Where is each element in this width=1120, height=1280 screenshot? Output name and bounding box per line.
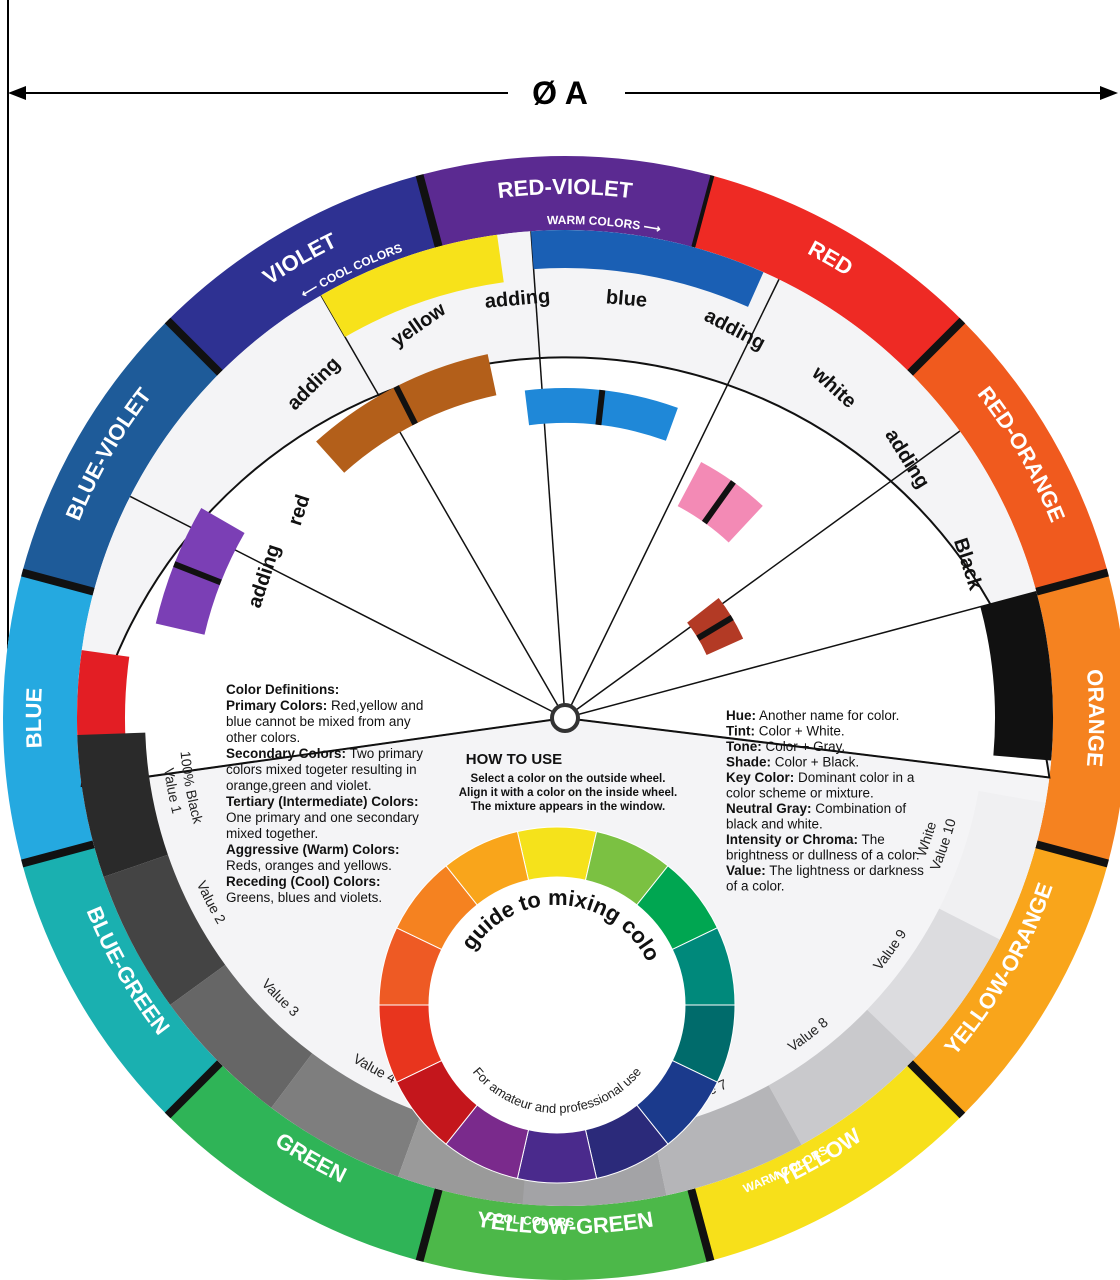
definitions-left-line-1: Color Definitions: [226, 682, 339, 697]
definitions-right-line-7: Neutral Gray: Combination of [726, 801, 906, 816]
ring-segment-yellow-orange [910, 844, 1108, 1116]
ring-label-blue: BLUE [21, 687, 47, 749]
definitions-right-line-8: black and white. [726, 817, 823, 832]
window-label-6: blue [605, 286, 648, 312]
inner-wheel-segment-1 [516, 826, 598, 881]
wheel-face [77, 230, 1053, 1206]
definitions-right-line-12: of a color. [726, 879, 785, 894]
ring-segment-red-violet [419, 155, 711, 247]
definitions-left-line-12: Reds, oranges and yellows. [226, 858, 392, 873]
inner-wheel-center [429, 877, 685, 1133]
gray-swatch-left-2 [103, 854, 226, 1005]
mix-swatch-2 [316, 354, 497, 473]
definitions-left-line-6: colors mixed togeter resulting in [226, 762, 417, 777]
dimension-annotation: Ø A [7, 0, 1118, 760]
dimension-label: Ø A [532, 75, 588, 111]
definitions-left-line-5: Secondary Colors: Two primary [226, 746, 423, 761]
definitions-right-line-6: color scheme or mixture. [726, 786, 874, 801]
how-to-use-line-2: Align it with a color on the inside whee… [459, 787, 678, 799]
definitions-left-line-8: Tertiary (Intermediate) Colors: [226, 794, 419, 809]
tab-black [980, 591, 1053, 761]
definitions-left-line-13: Receding (Cool) Colors: [226, 874, 381, 889]
definitions-right-line-2: Tint: Color + White. [726, 724, 845, 739]
ring-segment-red-orange [910, 320, 1108, 592]
ring-segment-red [691, 175, 963, 373]
ring-segment-yellow-green [419, 1189, 711, 1280]
gray-swatch-right-2 [867, 908, 1000, 1057]
definitions-right-line-3: Tone: Color + Gray. [726, 739, 845, 754]
inner-wheel-segment-8 [516, 1129, 598, 1184]
ring-segment-blue-violet [22, 320, 220, 592]
ring-segment-green [167, 1063, 439, 1261]
definitions-right-line-4: Shade: Color + Black. [726, 755, 859, 770]
definitions-left-line-3: blue cannot be mixed from any [226, 714, 411, 729]
definitions-left-line-7: orange,green and violet. [226, 778, 372, 793]
how-to-use-line-3: The mixture appears in the window. [471, 801, 665, 813]
arrow-right-icon [1100, 86, 1118, 100]
gray-swatch-right-1 [939, 790, 1046, 940]
definitions-right-line-5: Key Color: Dominant color in a [726, 770, 915, 785]
gray-swatch-right-3 [768, 1009, 917, 1145]
definitions-left-line-9: One primary and one secondary [226, 810, 419, 825]
gray-swatch-right-4 [652, 1085, 802, 1196]
definitions-right-line-1: Hue: Another name for color. [726, 708, 899, 723]
tab-blue [530, 230, 764, 307]
ring-segment-yellow [691, 1063, 963, 1261]
ring-segment-orange [1036, 572, 1120, 864]
tab-yellow [321, 234, 504, 337]
ring-segment-blue [2, 572, 94, 864]
ring-segment-blue-green [22, 844, 220, 1116]
definitions-left-line-2: Primary Colors: Red,yellow and [226, 698, 423, 713]
gray-swatch-left-4 [271, 1053, 422, 1177]
pivot-icon [550, 703, 580, 733]
how-to-use-title: HOW TO USE [466, 751, 562, 768]
definitions-left-line-10: mixed together. [226, 826, 318, 841]
gray-swatch-left-1 [77, 732, 168, 877]
definitions-right-line-9: Intensity or Chroma: The [726, 832, 885, 847]
definitions-right-line-10: brightness or dullness of a color. [726, 848, 920, 863]
gray-swatch-left-3 [170, 964, 313, 1108]
arrow-left-icon [8, 86, 26, 100]
definitions-left-line-14: Greens, blues and violets. [226, 890, 382, 905]
ring-label-red-violet: RED-VIOLET [496, 174, 634, 203]
definitions-left-line-11: Aggressive (Warm) Colors: [226, 842, 400, 857]
window-fan [80, 356, 1051, 788]
definitions-right-line-11: Value: The lightness or darkness [726, 863, 924, 878]
definitions: Color Definitions:Primary Colors: Red,ye… [226, 682, 924, 905]
ring-label-orange: ORANGE [1082, 668, 1109, 768]
ring-segment-violet [167, 175, 439, 373]
definitions-left-line-4: other colors. [226, 730, 300, 745]
how-to-use-line-1: Select a color on the outside wheel. [471, 773, 666, 785]
